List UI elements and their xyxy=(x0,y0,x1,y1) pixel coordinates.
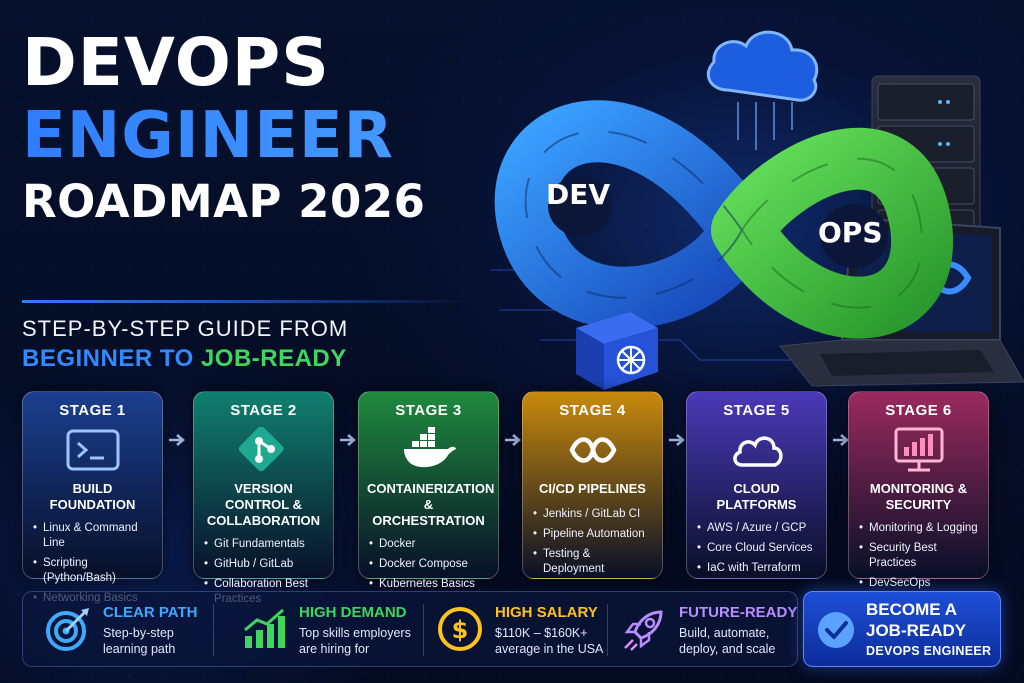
stage-title: CI/CD PIPELINES xyxy=(539,481,646,496)
stage-arrow-icon xyxy=(168,432,188,448)
infinity-loop-icon xyxy=(564,427,622,473)
stage-label: STAGE 2 xyxy=(230,402,297,419)
stage-topics: Monitoring & LoggingSecurity Best Practi… xyxy=(857,521,980,591)
benefit-title: HIGH DEMAND xyxy=(299,604,407,621)
stage-arrow-icon xyxy=(832,432,852,448)
kubernetes-cube xyxy=(576,312,658,390)
stage-title: CLOUD PLATFORMS xyxy=(716,481,797,512)
separator xyxy=(213,604,214,656)
benefit-title: FUTURE-READY xyxy=(679,604,798,621)
stage-title: BUILD FOUNDATION xyxy=(49,481,136,512)
stage-arrow-icon xyxy=(339,432,359,448)
stage-topic: Core Cloud Services xyxy=(695,541,818,556)
stage-topic: DevSecOps xyxy=(857,576,980,591)
stage-topic: IaC with Terraform xyxy=(695,561,818,576)
cta-line3: DEVOPS ENGINEER xyxy=(866,644,992,658)
title-line-devops: DEVOPS xyxy=(22,24,330,101)
stage-label: STAGE 1 xyxy=(59,402,126,419)
stage-topics: Jenkins / GitLab CI Pipeline AutomationTe… xyxy=(531,507,654,577)
benefit-title: CLEAR PATH xyxy=(103,604,198,621)
separator xyxy=(423,604,424,656)
separator xyxy=(607,604,608,656)
ops-label: OPS xyxy=(818,216,883,249)
check-circle-icon xyxy=(818,612,854,648)
stage-title: CONTAINERIZATION & ORCHESTRATION xyxy=(367,481,495,528)
stage-card-5: STAGE 5 CLOUD PLATFORMS AWS / Azure / GCP C… xyxy=(686,391,827,579)
cta-line1: BECOME A xyxy=(866,600,957,619)
git-icon xyxy=(235,427,293,473)
stage-topic: Monitoring & Logging xyxy=(857,521,980,536)
tagline-job-ready: JOB-READY xyxy=(200,345,347,372)
stage-topic: Docker xyxy=(367,537,490,552)
benefit-title: HIGH SALARY xyxy=(495,604,598,621)
stage-arrow-icon xyxy=(504,432,524,448)
growth-chart-icon xyxy=(244,608,285,648)
tagline: BEGINNER TO JOB-READY xyxy=(22,345,347,373)
hero-graphic xyxy=(490,30,1024,390)
benefit-desc: $110K – $160K+average in the USA xyxy=(495,626,604,656)
tagline-beginner: BEGINNER TO xyxy=(22,345,194,372)
monitor-chart-icon xyxy=(890,427,948,473)
title-line-engineer: ENGINEER xyxy=(22,98,492,174)
dev-label: DEV xyxy=(546,178,611,211)
stage-topics: DockerDocker ComposeKubernetes Basics xyxy=(367,537,490,592)
stage-topic: Jenkins / GitLab CI xyxy=(531,507,654,522)
stage-topic: Docker Compose xyxy=(367,557,490,572)
stage-topic: Git Fundamentals xyxy=(202,537,325,552)
devops-infinity-loop xyxy=(494,100,953,339)
stage-card-6: STAGE 6 MONITORING & SECURITY Monitoring &… xyxy=(848,391,989,591)
become-job-ready-badge[interactable]: BECOME A JOB-READY DEVOPS ENGINEER xyxy=(803,591,1001,667)
stage-topic: Testing & Deployment xyxy=(531,547,654,577)
terminal-icon xyxy=(64,427,122,473)
stage-label: STAGE 6 xyxy=(885,402,952,419)
stage-card-1: STAGE 1 BUILD FOUNDATION Linux & Command L… xyxy=(22,391,163,606)
subtitle: STEP-BY-STEP GUIDE FROM xyxy=(22,316,349,341)
stage-topic: Linux & Command Line xyxy=(31,521,154,551)
stage-topic: Pipeline Automation xyxy=(531,527,654,542)
cta-line2: JOB-READY xyxy=(866,621,967,640)
title-block: DEVOPS ENGINEER ROADMAP 2026 xyxy=(22,28,492,230)
stage-label: STAGE 3 xyxy=(395,402,462,419)
hero-illustration: DEV OPS xyxy=(480,10,1024,400)
stage-arrow-icon xyxy=(668,432,688,448)
stage-card-4: STAGE 4 CI/CD PIPELINES Jenkins / GitLab C… xyxy=(522,391,663,579)
stage-topic: GitHub / GitLab xyxy=(202,557,325,572)
docker-whale-icon xyxy=(400,427,458,473)
stage-topic: Kubernetes Basics xyxy=(367,577,490,592)
stage-label: STAGE 5 xyxy=(723,402,790,419)
rocket-icon xyxy=(624,610,663,651)
stage-title: VERSION CONTROL & COLLABORATION xyxy=(206,481,321,528)
target-icon xyxy=(46,608,89,651)
benefit-desc: Build, automate,deploy, and scale xyxy=(679,626,776,656)
stage-topic: Security Best Practices xyxy=(857,541,980,571)
stage-card-2: STAGE 2 VERSION CONTROL & COLLABORATION Gi… xyxy=(193,391,334,605)
stage-title: MONITORING & SECURITY xyxy=(869,481,968,512)
stage-label: STAGE 4 xyxy=(559,402,626,419)
stage-topic: Scripting (Python/Bash) xyxy=(31,556,154,586)
stage-topics: AWS / Azure / GCP Core Cloud ServicesIaC … xyxy=(695,521,818,576)
stage-card-3: STAGE 3 CONTAINERIZATION & ORCHESTRATION D… xyxy=(358,391,499,592)
cloud-illustration xyxy=(706,30,819,150)
cloud-icon xyxy=(728,427,786,473)
title-divider xyxy=(22,300,472,303)
dollar-coin-icon: $ xyxy=(438,607,482,651)
svg-text:$: $ xyxy=(452,616,469,644)
stage-topic: AWS / Azure / GCP xyxy=(695,521,818,536)
title-line-roadmap: ROADMAP 2026 xyxy=(22,175,426,228)
